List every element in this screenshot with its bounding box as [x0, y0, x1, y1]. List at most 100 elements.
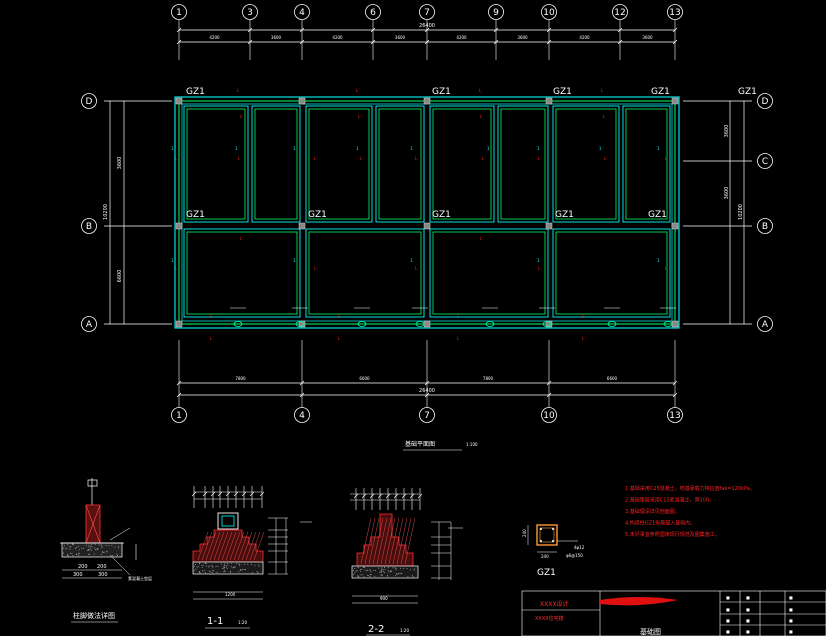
axis-bubble-top-1: 1 [171, 4, 187, 20]
svg-text:B: B [762, 222, 768, 232]
top-span-dim: 3600 [517, 35, 528, 40]
note-line: 3.基础埋深详见剖面图。 [625, 508, 680, 515]
top-span-dim: 4200 [209, 35, 220, 40]
svg-text:■: ■ [726, 629, 730, 634]
svg-text:■: ■ [746, 607, 750, 612]
gz1-label: GZ1 [648, 210, 667, 220]
axis-bubble-top-6: 6 [365, 4, 381, 20]
svg-text:1: 1 [599, 146, 602, 151]
section-1-1-scale: 1:20 [238, 620, 247, 625]
svg-text:1: 1 [657, 146, 660, 151]
title-company: XXXX设计 [540, 600, 568, 608]
gz1-label: GZ1 [651, 87, 670, 97]
svg-text:B: B [86, 222, 92, 232]
svg-text:L: L [604, 156, 607, 161]
left-dimension-lines [104, 100, 172, 325]
svg-text:L: L [457, 314, 460, 319]
note-line: 1.基础采用C25混凝土，地基承载力特征值fak=120kPa。 [625, 485, 755, 492]
svg-text:1: 1 [293, 258, 296, 263]
svg-text:L: L [210, 336, 213, 341]
svg-text:L: L [457, 336, 460, 341]
top-span-dim: 3600 [271, 35, 282, 40]
axis-bubble-top-9: 9 [488, 4, 504, 20]
title-project: XXXX住宅楼 [535, 615, 564, 622]
gz1-label: GZ1 [432, 210, 451, 220]
bottom-span-dim: 6600 [607, 376, 618, 381]
svg-text:13: 13 [669, 411, 680, 421]
svg-text:■: ■ [746, 629, 750, 634]
gz1-label: GZ1 [555, 210, 574, 220]
svg-text:L: L [175, 266, 178, 271]
col-detail-title: 柱脚做法详图 [73, 611, 115, 620]
svg-text:L: L [480, 114, 483, 119]
section-1-1-drawing [191, 486, 312, 600]
svg-text:A: A [86, 320, 93, 330]
svg-text:L: L [582, 336, 585, 341]
svg-text:D: D [762, 97, 769, 107]
svg-text:■: ■ [789, 607, 793, 612]
title-block [521, 590, 826, 636]
axis-bubble-bottom-7: 7 [419, 407, 435, 423]
axis-bubble-right-C: C [757, 153, 773, 169]
top-span-dim: 3600 [642, 35, 653, 40]
axis-bubble-top-13: 13 [667, 4, 683, 20]
svg-text:10: 10 [543, 8, 555, 18]
section-2-2-scale: 1:20 [400, 628, 409, 633]
svg-text:1: 1 [410, 258, 413, 263]
gz1-rebar: 4φ12 [574, 545, 585, 550]
plan-scale: 1:100 [466, 442, 478, 447]
gz1-label: GZ1 [186, 87, 205, 97]
axis-bubble-left-A: A [81, 316, 97, 332]
svg-text:1: 1 [176, 8, 182, 18]
svg-text:1: 1 [176, 411, 182, 421]
svg-text:L: L [240, 114, 243, 119]
top-span-dim: 4200 [456, 35, 467, 40]
section-1-1-title: 1-1 [207, 616, 223, 627]
axis-bubble-top-10: 10 [541, 4, 557, 20]
note-line: 2.基础垫层采用C15素混凝土，厚100。 [625, 497, 714, 504]
left-dim-upper: 3600 [117, 157, 123, 170]
axis-bubble-top-3: 3 [242, 4, 258, 20]
note-line: 4.构造柱GZ1纵筋锚入基础内。 [625, 520, 695, 527]
svg-text:L: L [338, 314, 341, 319]
svg-text:D: D [86, 97, 93, 107]
svg-text:■: ■ [746, 618, 750, 623]
svg-text:1: 1 [171, 146, 174, 151]
col-dim-4: 300 [98, 572, 108, 578]
left-dim-lower: 6600 [117, 270, 123, 283]
svg-text:L: L [238, 156, 241, 161]
svg-text:■: ■ [726, 607, 730, 612]
svg-text:■: ■ [789, 629, 793, 634]
svg-text:L: L [582, 314, 585, 319]
svg-text:6: 6 [370, 8, 376, 18]
svg-text:■: ■ [746, 595, 750, 600]
svg-text:1: 1 [537, 146, 540, 151]
svg-text:10: 10 [543, 411, 555, 421]
svg-text:L: L [356, 88, 359, 93]
gz1-label: GZ1 [186, 210, 205, 220]
svg-text:12: 12 [614, 8, 625, 18]
design-notes: 1.基础采用C25混凝土，地基承载力特征值fak=120kPa。 2.基础垫层采用… [625, 485, 755, 538]
svg-text:L: L [601, 88, 604, 93]
axis-bubble-left-D: D [81, 93, 97, 109]
gz1-column-section [527, 524, 578, 553]
svg-text:4: 4 [299, 8, 305, 18]
svg-text:■: ■ [789, 618, 793, 623]
col-note: 素混凝土垫层 [128, 575, 152, 581]
svg-text:L: L [338, 336, 341, 341]
axis-bubble-right-A: A [757, 316, 773, 332]
svg-text:L: L [210, 314, 213, 319]
top-span-dim: 3600 [395, 35, 406, 40]
foundation-outer-wall [174, 96, 680, 329]
axis-bubble-right-B: B [757, 218, 773, 234]
gz1-dim-w: 240 [541, 554, 549, 559]
axis-bubble-left-B: B [81, 218, 97, 234]
svg-text:1: 1 [657, 258, 660, 263]
svg-text:L: L [482, 156, 485, 161]
section-2-2-drawing [350, 488, 463, 604]
svg-text:L: L [480, 236, 483, 241]
gz1-dim-h: 240 [522, 529, 527, 537]
axis-bubble-bottom-1: 1 [171, 407, 187, 423]
note-line: 5.未尽事宜参照国家现行规范及图集施工。 [625, 531, 720, 538]
